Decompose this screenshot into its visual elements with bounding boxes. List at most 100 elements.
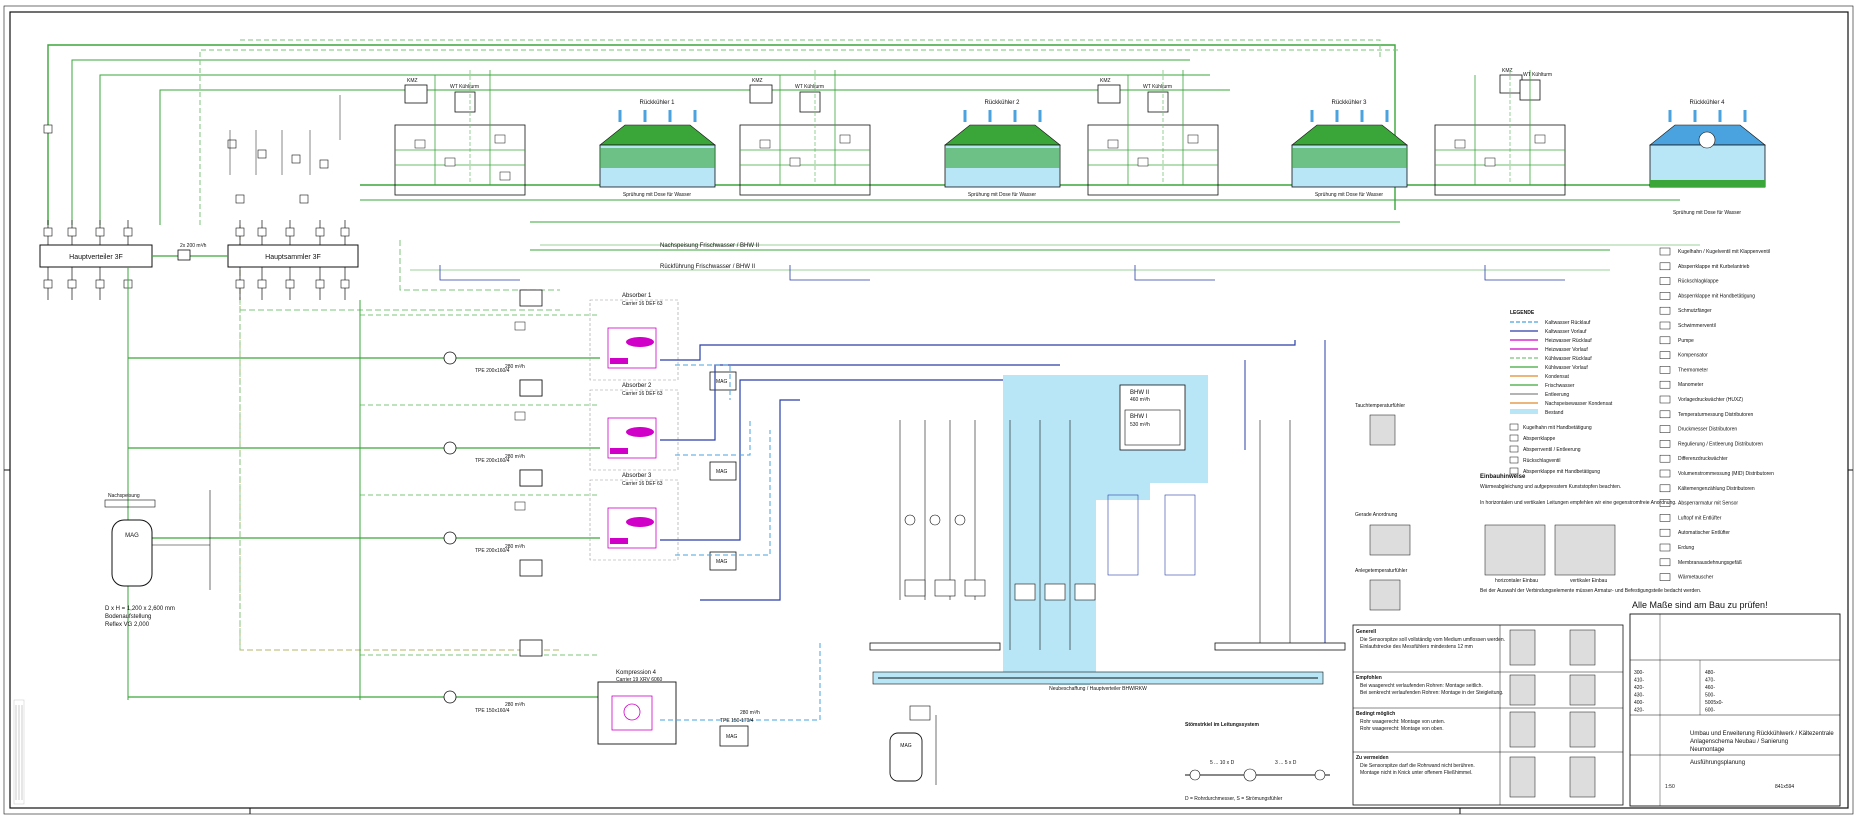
tower-module-1: KMZ WT Kühlturm — [394, 70, 526, 196]
legend-symbol-icon — [1659, 499, 1671, 507]
vessel-dims: D x H = 1,200 x 2,600 mm — [105, 606, 175, 612]
legend-symbol-icon — [1659, 454, 1671, 463]
legend-symbol-label: Absperrarmatur mit Sensor — [1678, 501, 1738, 507]
bhw2-flow: 460 m³/h — [1130, 397, 1150, 403]
legend-symbol-label: Absperrklappe mit Handbetätigung — [1523, 469, 1600, 475]
info-item: Die Sensorspitze soll vollständig vom Me… — [1360, 637, 1505, 643]
chiller-mag: MAG — [716, 379, 728, 385]
legend-symbol-label: Temperaturmessung Distributoren — [1678, 412, 1754, 418]
legend-symbol-label: Kugelhahn / Kugelventil mit Klappenventi… — [1678, 249, 1770, 255]
tower-1: Rückkühler 1 Sprühung mit Dose für Wasse… — [599, 100, 716, 198]
detail-note-2: Bei der Auswahl der Verbindungselemente … — [1480, 588, 1701, 594]
main-collector: Hauptsammler 3F — [227, 244, 359, 268]
bottom-vessel-label: MAG — [900, 743, 912, 749]
legend-symbol-icon — [1659, 321, 1671, 330]
install-note: Stömstrkiel im Leitungssystem 5 ... 10 x… — [1185, 722, 1330, 802]
tower-4: Rückkühler 4 Sprühung mit Dose für Wasse… — [1649, 100, 1766, 216]
pressure-vessel: Nachspeisung MAG D x H = 1,200 x 2,600 m… — [104, 490, 211, 628]
dn-table: 300-480-410-470-420-460-430-500-400-5005… — [1634, 670, 1723, 714]
legend-symbol-label: Druckmesser Distributoren — [1678, 427, 1737, 433]
legend-symbol-icon — [1659, 514, 1671, 522]
detail-note-1: In horizontalen und vertikalen Leitungen… — [1480, 500, 1677, 506]
legend-line-label: Frischwasser — [1545, 383, 1575, 389]
tower-caption: Sprühung mit Dose für Wasser — [623, 192, 692, 198]
chiller-name: Absorber 2 — [622, 383, 652, 389]
tower-2: Rückkühler 2 Sprühung mit Dose für Wasse… — [944, 100, 1061, 198]
legend-symbol-label: Luftopf mit Entlüfter — [1678, 515, 1722, 521]
install-formula-a: 5 ... 10 x D — [1210, 760, 1235, 766]
legend-line-label: Nachspeisewasser Kondensat — [1545, 401, 1613, 407]
install-note-title: Stömstrkiel im Leitungssystem — [1185, 722, 1259, 728]
info-section-title: Zu vermeiden — [1356, 755, 1389, 761]
tower-caption: Sprühung mit Dose für Wasser — [1315, 192, 1384, 198]
legend-symbol-label: Schmutzfänger — [1678, 308, 1712, 314]
dn-cell: 410- — [1634, 678, 1644, 684]
chiller-model: Carrier 16 DEF 63 — [622, 391, 663, 397]
legend-symbols-left: Kugelhahn mit HandbetätigungAbsperrklapp… — [1509, 423, 1600, 475]
legend-symbol-icon — [1659, 247, 1671, 256]
dn-cell: 430- — [1634, 693, 1644, 699]
legend-line-label: Heizwasser Vorlauf — [1545, 347, 1588, 353]
cooling-tower-modules: KMZ WT Kühlturm Rückkühler 1 Sprühung mi… — [394, 68, 1766, 216]
distributor-link-flow: 2x 200 m³/h — [180, 243, 207, 249]
dn-cell: 420- — [1634, 685, 1644, 691]
info-item: Bei senkrecht verlaufenden Rohren: Monta… — [1360, 690, 1503, 696]
dn-cell: 470- — [1705, 678, 1715, 684]
legend-symbols-right: Kugelhahn / Kugelventil mit Klappenventi… — [1659, 247, 1774, 581]
chiller-row-3: TPE 200x160/4 280 m³/h Absorber 3 Carrie… — [128, 469, 737, 577]
tower-hx-label: WT Kühlturm — [795, 84, 824, 90]
legend-symbol-label: Regulierung / Entleerung Distributoren — [1678, 441, 1763, 447]
title-format: 841x594 — [1775, 784, 1794, 790]
chiller-name: Absorber 3 — [622, 473, 652, 479]
tower-label: Rückkühler 4 — [1689, 100, 1725, 106]
title-project: Umbau und Erweiterung Rückkühlwerk / Käl… — [1690, 731, 1834, 737]
legend-swatch — [1510, 409, 1538, 414]
chiller-rows: TPE 200x160/4 280 m³/h Absorber 1 Carrie… — [127, 267, 737, 745]
legend-title: LEGENDE — [1510, 310, 1535, 316]
legend-symbol-label: Kältemengenzählung Distributoren — [1678, 486, 1755, 492]
legend-symbol-label: Automatischer Entlüfter — [1678, 530, 1730, 536]
chiller-model: Carrier 19 XRV 6060 — [616, 677, 663, 683]
main-distributor: Hauptverteiler 3F — [39, 244, 153, 268]
tower-kmz: KMZ — [1100, 78, 1111, 84]
title-scale: 1:50 — [1665, 784, 1675, 790]
install-details: Tauchtemperaturfühler Gerade Anordnung A… — [1355, 403, 1701, 611]
legend-symbol-label: Vorlagedruckwächter (HUXZ) — [1678, 397, 1743, 403]
detail-caption-v: vertikaler Einbau — [1570, 578, 1607, 584]
legend-symbol-label: Kompensator — [1678, 353, 1708, 359]
info-section-title: Empfohlen — [1356, 675, 1382, 681]
feed-line-2: Rückführung Frischwasser / BHW II — [660, 264, 755, 270]
tower-label: Rückkühler 3 — [1331, 100, 1367, 106]
check-note: Alle Maße sind am Bau zu prüfen! — [1632, 600, 1768, 610]
detail-title: Einbauhinweise — [1480, 474, 1526, 480]
dn-cell: 300- — [1634, 670, 1644, 676]
info-item: Einlaufstrecke des Messfühlers mindesten… — [1360, 644, 1473, 650]
legend-symbol-label: Rückschlagklappe — [1678, 279, 1719, 285]
legend-symbol-icon — [1659, 425, 1671, 433]
legend-symbol-icon — [1659, 262, 1671, 271]
vessel-label: MAG — [125, 533, 139, 539]
bottom-pump: TPE 150-170/4 — [720, 718, 754, 724]
legend-line-label: Kühlwasser Rücklauf — [1545, 356, 1592, 362]
chiller-flow: 280 m³/h — [505, 702, 525, 708]
fresh-water-lines: Nachspeisung Frischwasser / BHW II Rückf… — [410, 243, 1700, 281]
dn-cell: 500- — [1705, 693, 1715, 699]
legend-symbol-label: Absperrklappe — [1523, 436, 1555, 442]
legend-symbol-label: Wärmetauscher — [1678, 575, 1714, 581]
tower-module-4: KMZ WT Kühlturm — [1434, 68, 1566, 196]
tower-label: Rückkühler 1 — [639, 100, 675, 106]
dn-cell: 480- — [1705, 670, 1715, 676]
info-item: Die Sensorspitze darf die Rohrwand nicht… — [1360, 763, 1475, 769]
chiller-pump: TPE 200x160/4 — [475, 458, 510, 464]
bottom-pump-set: MAG TPE 150-170/4 280 m³/h MAG — [719, 705, 937, 785]
legend-symbol-icon — [1659, 410, 1671, 419]
info-section-title: Bedingt möglich — [1356, 711, 1395, 717]
legend-line-label: Kühlwasser Vorlauf — [1545, 365, 1588, 371]
chiller-pump: TPE 200x160/4 — [475, 548, 510, 554]
tower-hx-label: WT Kühlturm — [450, 84, 479, 90]
title-subject: Anlagenschema Neubau / Sanierung — [1690, 739, 1788, 745]
info-item: Bei waagerecht verlaufenden Rohren: Mont… — [1360, 683, 1483, 689]
legend-symbol-icon — [1509, 445, 1519, 453]
